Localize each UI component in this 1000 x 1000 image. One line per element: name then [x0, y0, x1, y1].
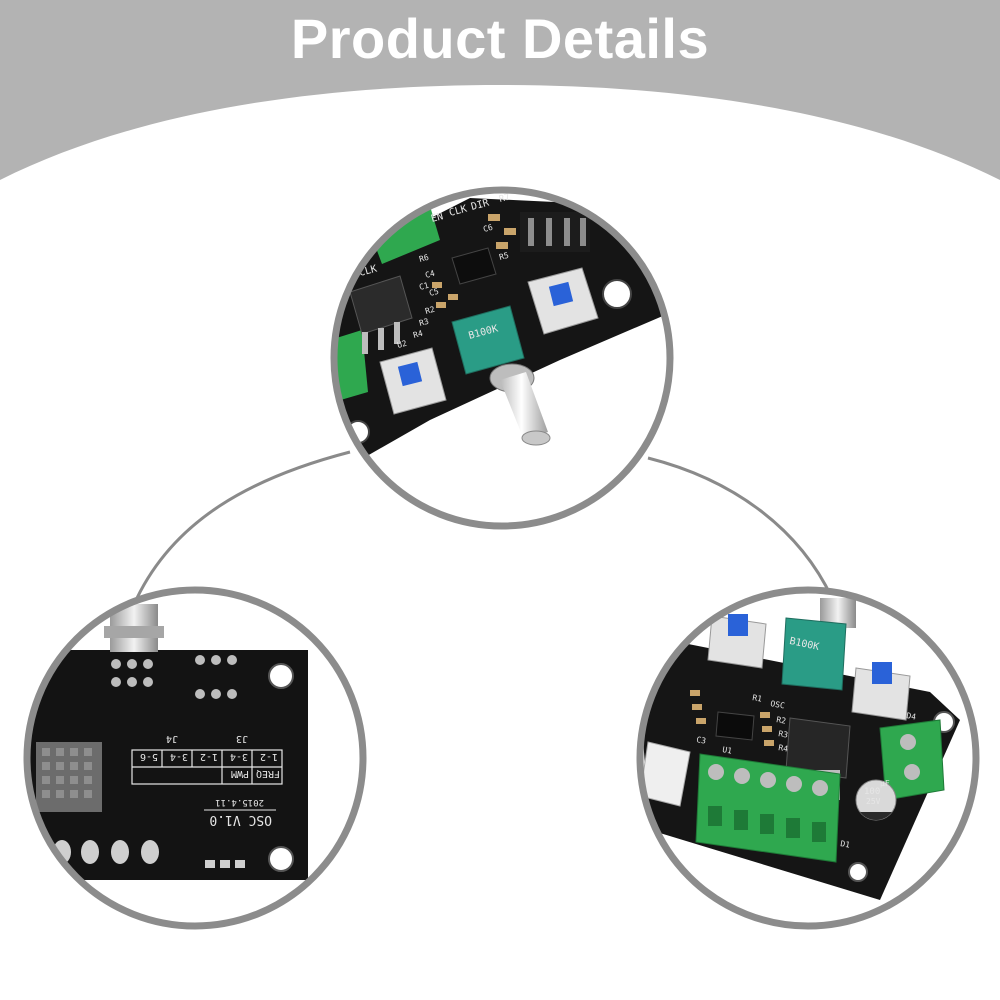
- header-banner: [0, 0, 1000, 180]
- terminal-block-power: [879, 719, 945, 801]
- terminal-block-output: [695, 753, 841, 863]
- cap-voltage: 25V: [866, 797, 881, 806]
- label-j4: J4: [166, 733, 178, 744]
- board-model: OSC V1.0: [209, 812, 272, 827]
- silk-c5: C5: [428, 287, 440, 298]
- board-date: 2015.4.11: [215, 797, 264, 807]
- silk-r3: R3: [418, 317, 430, 328]
- right-detail-circle: B100K: [636, 586, 980, 930]
- jumper-table: FREQ PWM 1-2 3-4 1-2 3-4 5-6 J3 J4 2015.…: [131, 733, 283, 827]
- table-cell-3: 1-2: [200, 751, 218, 762]
- potentiometer: [451, 305, 525, 375]
- table-cell-2: 3-4: [230, 751, 248, 762]
- silk-c6: C6: [482, 223, 494, 234]
- silk-r2: R2: [424, 305, 436, 316]
- silk-r5: R5: [498, 251, 510, 262]
- label-j3: J3: [236, 733, 248, 744]
- table-header-pwm: PWM: [231, 768, 249, 779]
- silk-r6: R6: [418, 253, 430, 264]
- connector-line-right: [647, 456, 834, 599]
- silk-u2: U2: [396, 339, 408, 350]
- silk-dir: DIR: [470, 197, 491, 213]
- table-cell-4: 3-4: [170, 751, 188, 762]
- silk-r1: R1: [752, 693, 763, 704]
- page-title: Product Details: [290, 7, 710, 70]
- top-detail-circle: B100K EN CLK DIR R7 CLK C6 C4 C5 R2 R3 R…: [330, 186, 674, 530]
- potentiometer-right: [781, 617, 847, 691]
- silk-en: EN: [430, 211, 444, 225]
- cap-value: 100: [864, 787, 880, 797]
- silk-r4: R4: [412, 329, 424, 340]
- connector-line-left: [135, 450, 351, 599]
- silk-c1: C1: [418, 281, 430, 292]
- silk-r2: R2: [776, 715, 787, 726]
- silk-c4: C4: [424, 269, 436, 280]
- left-detail-circle: FREQ PWM 1-2 3-4 1-2 3-4 5-6 J3 J4 2015.…: [23, 586, 367, 930]
- table-cell-1: 1-2: [260, 751, 278, 762]
- silk-r4: R4: [778, 743, 789, 754]
- silk-u1: U1: [722, 745, 733, 756]
- silk-d1: D1: [840, 839, 851, 850]
- silk-osc: OSC: [770, 699, 786, 710]
- silk-clk: CLK: [448, 204, 468, 219]
- silk-c3: C3: [696, 735, 707, 746]
- table-header-freq: FREQ: [256, 768, 280, 779]
- silk-r7: R7: [498, 192, 511, 204]
- table-cell-5: 5-6: [140, 751, 158, 762]
- silk-d4: D4: [906, 711, 917, 722]
- cap-unit: μF: [880, 779, 890, 788]
- silk-r3: R3: [778, 729, 789, 740]
